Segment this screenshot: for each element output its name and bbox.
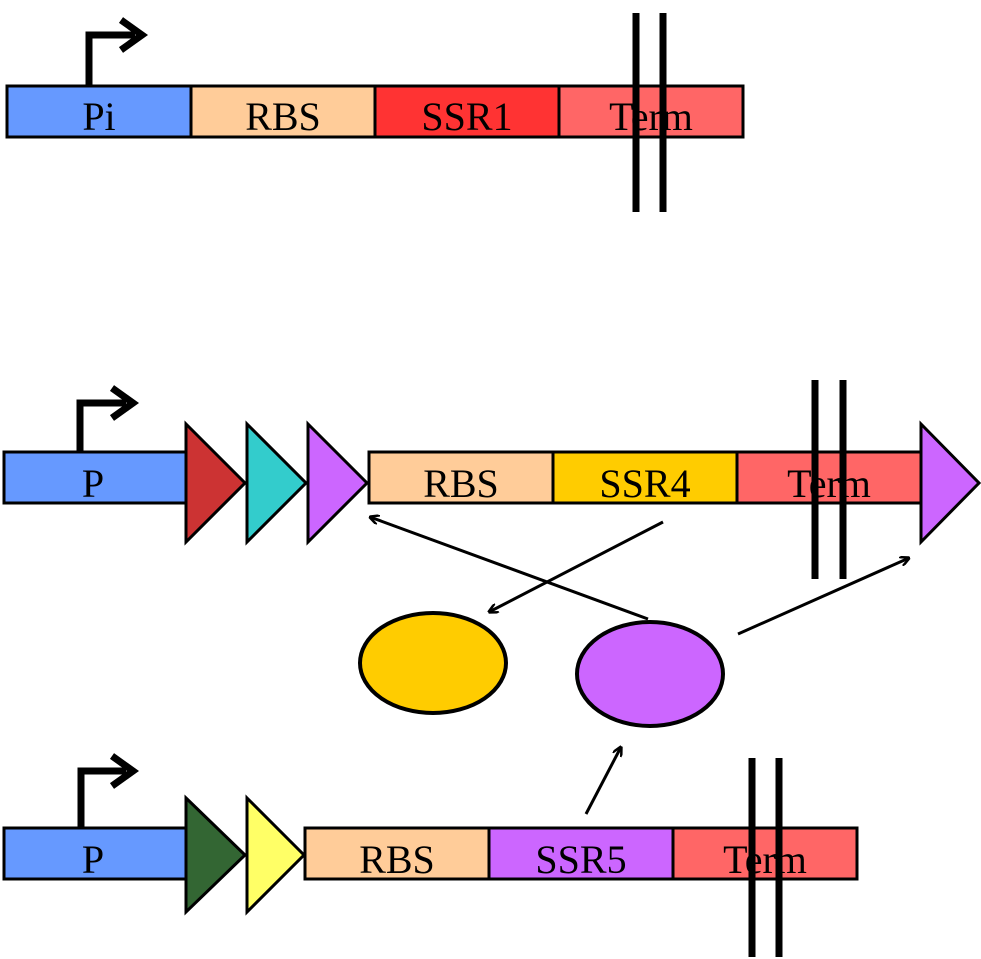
rbs-part [303, 826, 491, 881]
promoter-arrow-icon [85, 17, 149, 86]
rbs-part [189, 84, 377, 139]
terminator-part [557, 84, 745, 139]
arrow-icon [370, 517, 649, 621]
protein-ellipse-icon [358, 611, 508, 715]
terminator-label: Term [787, 461, 871, 506]
promoter-label: P [82, 837, 104, 882]
terminator-part [671, 826, 859, 881]
terminator-icon [748, 758, 783, 957]
terminator-part [735, 450, 923, 505]
terminator-label: Term [609, 94, 693, 139]
gene-label: SSR4 [599, 461, 690, 506]
recombination-site-icon [245, 420, 309, 546]
gene-part [551, 450, 739, 505]
terminator-label: Term [723, 837, 807, 882]
rbs-part [367, 450, 555, 505]
promoter-label: Pi [82, 94, 115, 139]
rbs-label: RBS [423, 461, 499, 506]
construct-3: P RBS SSR5 Term [2, 753, 859, 957]
gene-label: SSR5 [535, 837, 626, 882]
promoter-label: P [82, 461, 104, 506]
construct-2: P RBS SSR4 Term [2, 380, 981, 579]
gene-part [487, 826, 675, 881]
protein-ellipse-icon [575, 620, 725, 728]
promoter-arrow-icon [76, 385, 140, 452]
rbs-label: RBS [359, 837, 435, 882]
promoter-part [5, 84, 193, 139]
recombination-site-icon [306, 420, 370, 546]
terminator-icon [632, 13, 667, 212]
rbs-label: RBS [245, 94, 321, 139]
arrow-icon [737, 558, 909, 636]
promoter-arrow-icon [77, 753, 140, 828]
recombination-site-icon [184, 420, 248, 546]
arrow-icon [489, 520, 664, 612]
recombination-site-icon [184, 794, 248, 916]
recombination-site-icon [245, 794, 307, 916]
arrow-icon [584, 747, 621, 815]
terminator-icon [811, 380, 847, 579]
construct-1: Pi RBS SSR1 Term [5, 13, 745, 212]
recombination-site-icon [919, 420, 981, 546]
gene-label: SSR1 [421, 94, 512, 139]
gene-part [373, 84, 561, 139]
